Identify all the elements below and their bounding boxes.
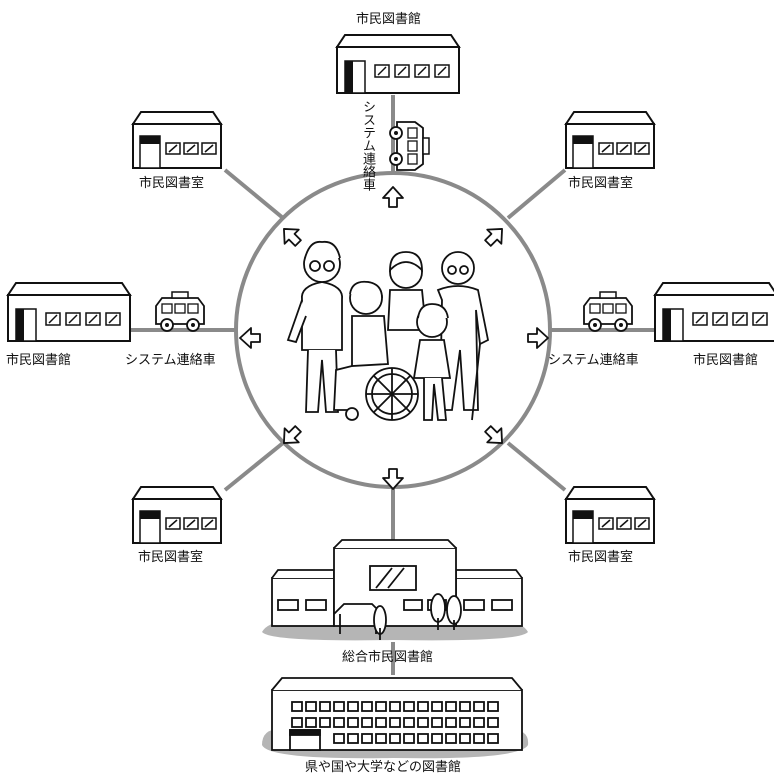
external-library-building (262, 677, 529, 759)
shuttle-car-right-icon (583, 291, 633, 332)
label-central-library: 総合市民図書館 (342, 650, 434, 665)
label-external-libraries: 県や国や大学などの図書館 (305, 760, 462, 775)
library-users-illustration (286, 240, 490, 421)
label-right-library: 市民図書館 (693, 353, 759, 368)
label-shuttle-right: システム連絡車 (548, 353, 639, 368)
label-shuttle-top: システム連絡車 (360, 100, 375, 191)
shuttle-car-top-icon (389, 121, 430, 171)
window-row-mid (291, 717, 499, 728)
city-library-top (336, 34, 460, 94)
reading-room-top-left (132, 111, 222, 169)
shuttle-car-left-icon (155, 291, 205, 332)
label-top-library: 市民図書館 (356, 12, 422, 27)
label-shuttle-left: システム連絡車 (125, 353, 216, 368)
label-room-top-right: 市民図書室 (568, 176, 634, 191)
label-left-library: 市民図書館 (6, 353, 72, 368)
connection-lines (128, 95, 660, 675)
central-library-building (262, 539, 528, 641)
reading-room-top-right (565, 111, 655, 169)
label-room-bottom-right: 市民図書室 (568, 550, 634, 565)
city-library-left (7, 282, 131, 342)
city-library-right (654, 282, 774, 342)
reading-room-bottom-right (565, 486, 655, 544)
label-room-bottom-left: 市民図書室 (138, 550, 204, 565)
reading-room-bottom-left (132, 486, 222, 544)
label-room-top-left: 市民図書室 (139, 176, 205, 191)
window-row-top (291, 701, 499, 712)
